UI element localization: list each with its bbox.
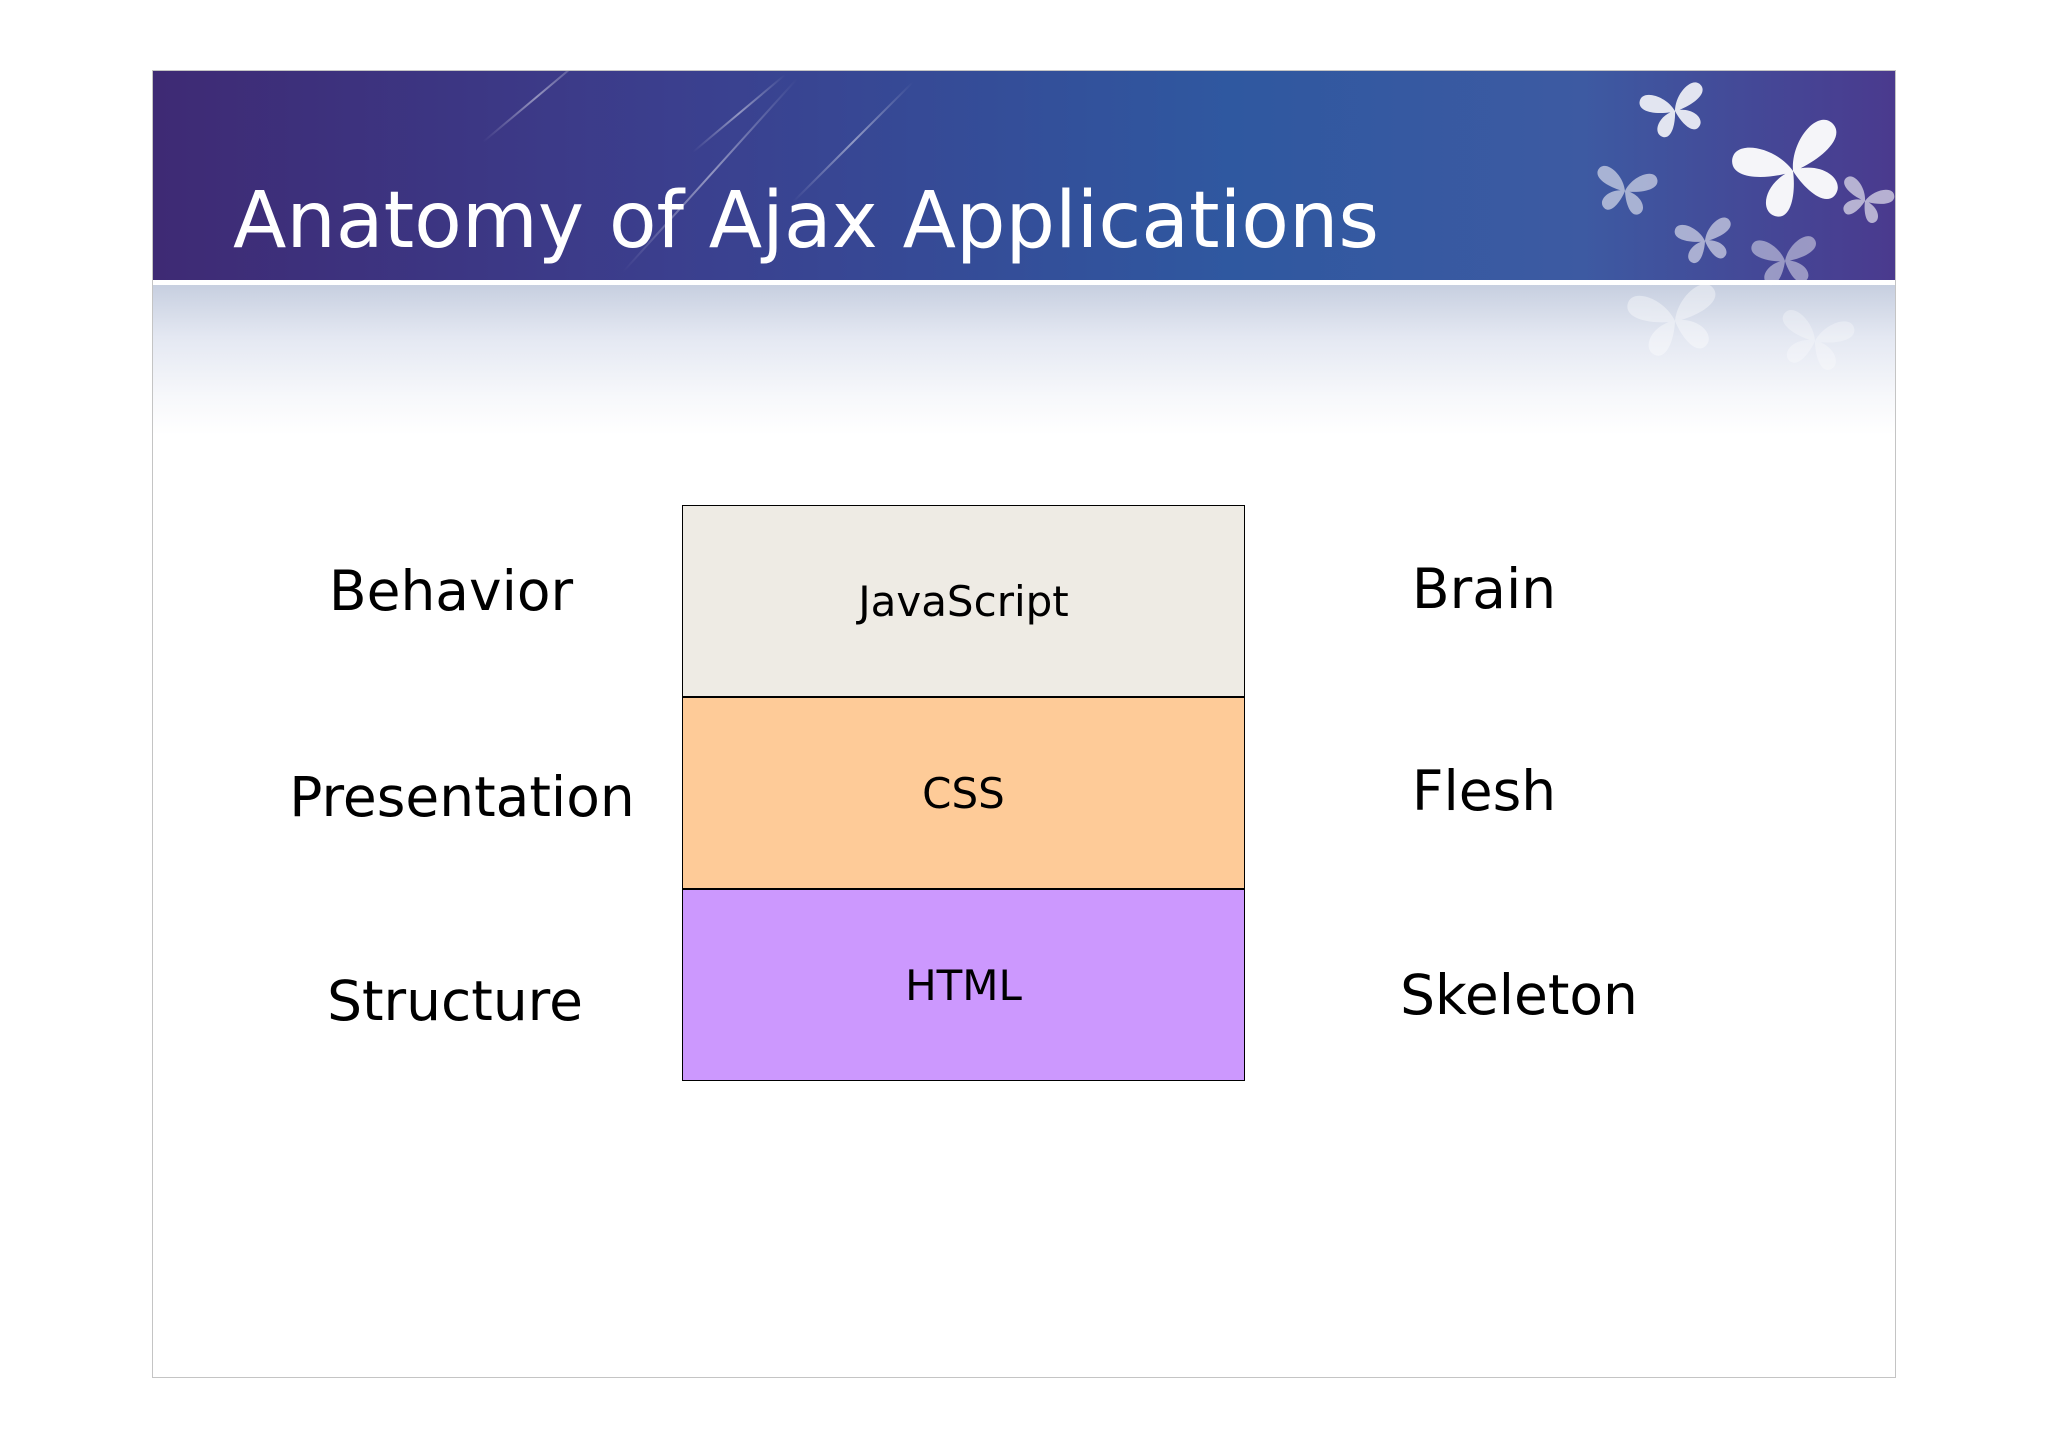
slide: Anatomy of Ajax Applications Behavior Pr…: [152, 70, 1896, 1378]
role-label-behavior: Behavior: [328, 559, 574, 623]
butterfly-icon: [1591, 80, 1895, 374]
stack-layer-html: HTML: [682, 889, 1245, 1081]
role-label-structure: Structure: [327, 969, 583, 1033]
banner-rule: [153, 280, 1895, 285]
metaphor-label-brain: Brain: [1411, 557, 1557, 621]
metaphor-label-flesh: Flesh: [1411, 759, 1557, 823]
slide-title: Anatomy of Ajax Applications: [233, 176, 1380, 266]
stack-layer-javascript: JavaScript: [682, 505, 1245, 697]
banner-streak: [482, 71, 591, 143]
stack-layer-css: CSS: [682, 697, 1245, 889]
banner-fade: [153, 285, 1895, 435]
metaphor-label-skeleton: Skeleton: [1400, 963, 1638, 1027]
role-label-presentation: Presentation: [289, 765, 635, 829]
